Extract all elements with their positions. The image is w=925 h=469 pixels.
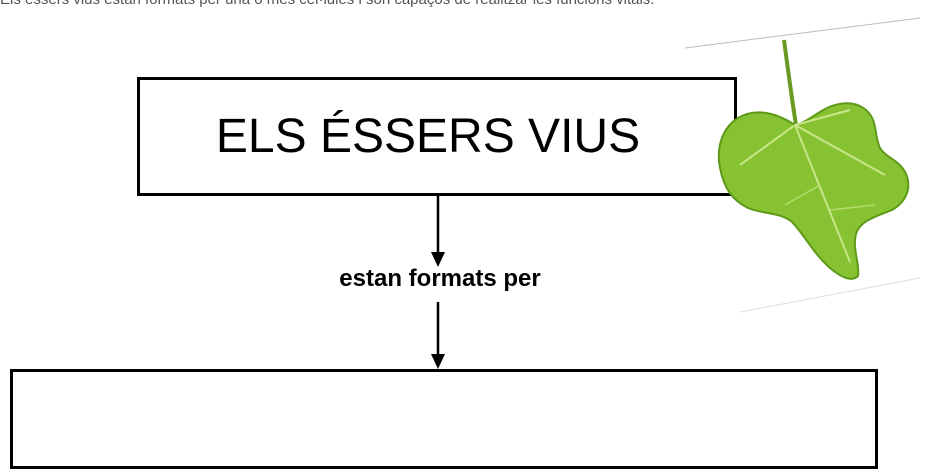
leaf-image <box>680 0 925 320</box>
top-cropped-text: Els éssers vius estan formats per una o … <box>0 0 925 20</box>
bottom-answer-box <box>10 369 878 469</box>
diagram-title: ELS ÉSSERS VIUS <box>215 110 641 163</box>
arrow-2-head <box>431 354 445 369</box>
connector-arrows <box>431 196 445 369</box>
title-box <box>137 77 737 196</box>
leaf-icon <box>684 17 921 313</box>
connector-label: estan formats per <box>339 265 541 292</box>
arrow-1-head <box>431 252 445 267</box>
